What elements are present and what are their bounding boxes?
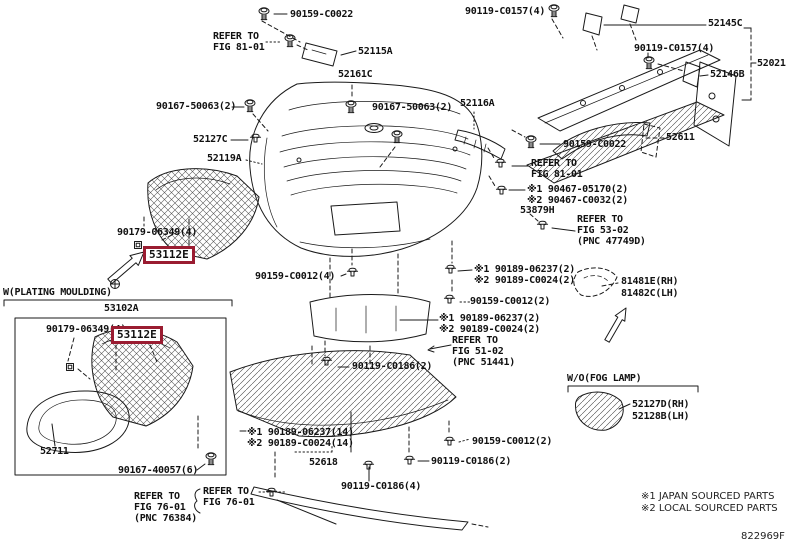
part-label-90159-c0012-2b[interactable]: 90159-C0012(2) (472, 436, 553, 447)
part-label-90167-50063-b[interactable]: 90167-50063(2) (372, 102, 453, 113)
assembly-dashed-lines (67, 18, 685, 481)
part-label-90119-c0157-a[interactable]: 90119-C0157(4) (465, 6, 546, 17)
part-label-90467-c0032[interactable]: ※2 90467-C0032(2) (527, 195, 628, 206)
part-label-90167-50063-a[interactable]: 90167-50063(2) (156, 101, 237, 112)
radiator-grille-drawing (147, 168, 260, 260)
bolt-icon (391, 130, 403, 144)
part-label-90189-06237-2b[interactable]: ※1 90189-06237(2) (439, 313, 540, 324)
part-label-90467-05170[interactable]: ※1 90467-05170(2) (527, 184, 628, 195)
clip-icon (494, 158, 507, 168)
part-label-81482c[interactable]: 81482C(LH) (621, 288, 679, 299)
bolt-icon (345, 100, 357, 114)
part-label-90179-06349-b[interactable]: 90179-06349(4) (46, 324, 127, 335)
part-label-52128b[interactable]: 52128B(LH) (632, 411, 690, 422)
bolt-icon (548, 4, 560, 18)
clip-icon (403, 455, 416, 465)
note-refer-fig-76-01-a[interactable]: REFER TO FIG 76-01 (PNC 76384) (134, 491, 197, 524)
note-refer-fig-76-01-b[interactable]: REFER TO FIG 76-01 (203, 486, 255, 508)
part-label-90159-c0012-2a[interactable]: 90159-C0012(2) (470, 296, 551, 307)
part-label-81481e[interactable]: 81481E(RH) (621, 276, 679, 287)
part-label-90167-40057[interactable]: 90167-40057(6) (118, 465, 199, 476)
part-label-90119-c0186-2b[interactable]: 90119-C0186(2) (431, 456, 512, 467)
part-label-52115a[interactable]: 52115A (358, 46, 393, 57)
note-refer-fig-81-01-a[interactable]: REFER TO FIG 81-01 (213, 31, 265, 53)
nut-icon (66, 363, 74, 371)
part-label-90179-06349-a[interactable]: 90179-06349(4) (117, 227, 198, 238)
bumper-cover-drawing (249, 81, 483, 257)
part-label-90189-c0024-2b[interactable]: ※2 90189-C0024(2) (439, 324, 540, 335)
clip-icon (443, 436, 456, 446)
clip-icon (495, 185, 508, 195)
clip-icon (443, 294, 456, 304)
part-label-52711[interactable]: 52711 (40, 446, 69, 457)
part-label-52127d[interactable]: 52127D(RH) (632, 399, 690, 410)
group-header-plating-moulding: W(PLATING MOULDING) (3, 287, 112, 298)
part-label-52618[interactable]: 52618 (309, 457, 338, 468)
highlighted-part-53112e-inset[interactable]: 53112E (111, 326, 163, 344)
part-label-52116a[interactable]: 52116A (460, 98, 495, 109)
highlighted-part-53112e[interactable]: 53112E (143, 246, 195, 264)
part-label-90159-c0022-b[interactable]: 90159-C0022 (563, 139, 626, 150)
part-label-90119-c0157-b[interactable]: 90119-C0157(4) (634, 43, 715, 54)
highlight-pointer-arrows (107, 251, 627, 343)
part-label-53879h[interactable]: 53879H (520, 205, 555, 216)
part-label-53102a[interactable]: 53102A (104, 303, 139, 314)
part-label-52127c[interactable]: 52127C (193, 134, 228, 145)
under-cover-drawings (229, 294, 457, 438)
leader-lines (51, 13, 709, 525)
plating-moulding-inset-drawing (14, 317, 227, 476)
legend-local-sourced: ※2 LOCAL SOURCED PARTS (641, 503, 778, 514)
part-label-90189-06237-2a[interactable]: ※1 90189-06237(2) (474, 264, 575, 275)
part-label-90189-c0024-14[interactable]: ※2 90189-C0024(14) (247, 438, 354, 449)
note-refer-fig-51-02[interactable]: REFER TO FIG 51-02 (PNC 51441) (452, 335, 515, 368)
part-label-52611[interactable]: 52611 (666, 132, 695, 143)
clip-icon (536, 220, 549, 230)
headlamp-filler-drawing (573, 267, 618, 297)
part-label-52145c[interactable]: 52145C (708, 18, 743, 29)
part-label-52021[interactable]: 52021 (757, 58, 786, 69)
bolt-icon (643, 56, 655, 70)
front-spoiler-drawing (250, 486, 489, 531)
part-label-52146b[interactable]: 52146B (710, 69, 745, 80)
bolt-icon (244, 99, 256, 113)
part-label-52161c[interactable]: 52161C (338, 69, 373, 80)
group-header-wo-fog-lamp: W/O(FOG LAMP) (567, 373, 642, 384)
part-label-90189-c0024-2a[interactable]: ※2 90189-C0024(2) (474, 275, 575, 286)
seal-52611-drawing (552, 122, 661, 160)
group-brackets (3, 27, 757, 514)
part-label-90159-c0022-a[interactable]: 90159-C0022 (290, 9, 353, 20)
part-label-90189-06237-14[interactable]: ※1 90189-06237(14) (247, 427, 354, 438)
note-refer-fig-53-02[interactable]: REFER TO FIG 53-02 (PNC 47749D) (577, 214, 646, 247)
bolt-icon (525, 135, 537, 149)
nut-icon (134, 241, 142, 249)
part-label-90119-c0186-4[interactable]: 90119-C0186(4) (341, 481, 422, 492)
legend-japan-sourced: ※1 JAPAN SOURCED PARTS (641, 491, 775, 502)
part-label-90119-c0186-2a[interactable]: 90119-C0186(2) (352, 361, 433, 372)
bolt-icon (110, 279, 120, 289)
fog-lamp-cover-drawing (574, 391, 624, 431)
bolt-icon (205, 452, 217, 466)
part-label-90159-c0012-4[interactable]: 90159-C0012(4) (255, 271, 336, 282)
bracket-52115a-drawing (301, 42, 338, 67)
bolt-icon (258, 7, 270, 21)
note-refer-fig-81-01-b[interactable]: REFER TO FIG 81-01 (531, 158, 583, 180)
part-label-52119a[interactable]: 52119A (207, 153, 242, 164)
diagram-code: 822969F (741, 531, 785, 542)
clip-icon (346, 267, 359, 277)
clip-icon (444, 264, 457, 274)
